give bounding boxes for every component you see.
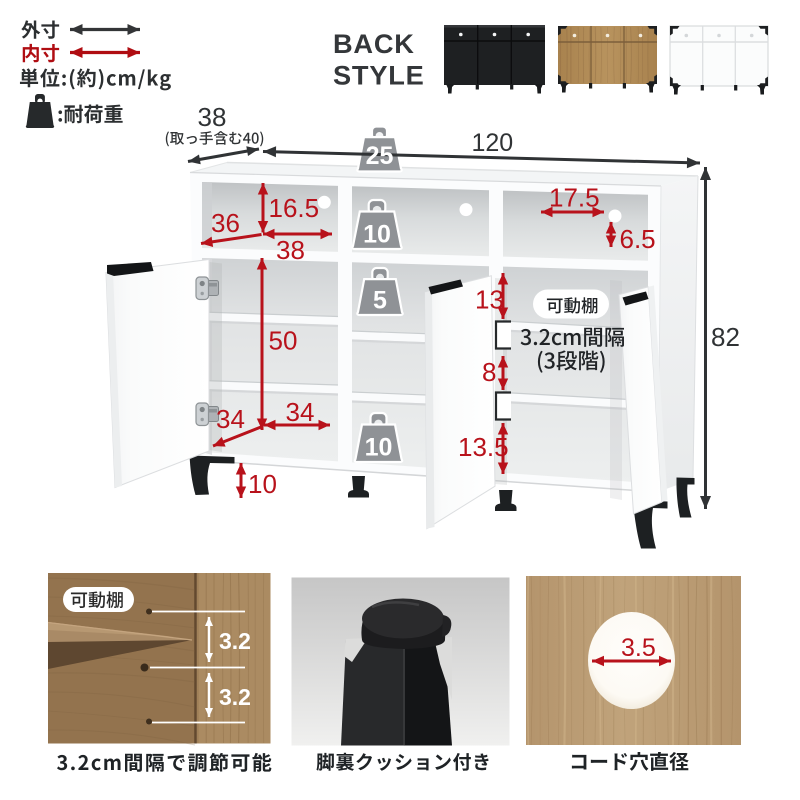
svg-text:8: 8 — [482, 357, 496, 387]
svg-text:17.5: 17.5 — [549, 183, 600, 213]
svg-text:38: 38 — [276, 235, 305, 265]
svg-text:3.2: 3.2 — [219, 628, 251, 654]
svg-text:25: 25 — [366, 142, 394, 170]
svg-text:82: 82 — [711, 322, 740, 352]
svg-text:16.5: 16.5 — [269, 193, 320, 223]
svg-text:50: 50 — [269, 326, 298, 356]
svg-text:10: 10 — [365, 434, 393, 462]
svg-text:10: 10 — [363, 221, 391, 249]
svg-text:STYLE: STYLE — [333, 60, 425, 91]
svg-text:34: 34 — [286, 397, 315, 427]
svg-text:10: 10 — [248, 469, 277, 499]
svg-text:120: 120 — [472, 129, 514, 157]
svg-text:36: 36 — [211, 208, 240, 238]
svg-text:13: 13 — [475, 285, 504, 315]
svg-text:BACK: BACK — [333, 28, 415, 59]
svg-text:13.5: 13.5 — [458, 432, 509, 462]
svg-text:6.5: 6.5 — [620, 224, 656, 254]
svg-text:3.2: 3.2 — [219, 684, 251, 710]
svg-text:38: 38 — [198, 102, 227, 132]
svg-text:3.5: 3.5 — [621, 634, 656, 662]
svg-text:34: 34 — [216, 404, 245, 434]
svg-text:5: 5 — [373, 287, 387, 315]
